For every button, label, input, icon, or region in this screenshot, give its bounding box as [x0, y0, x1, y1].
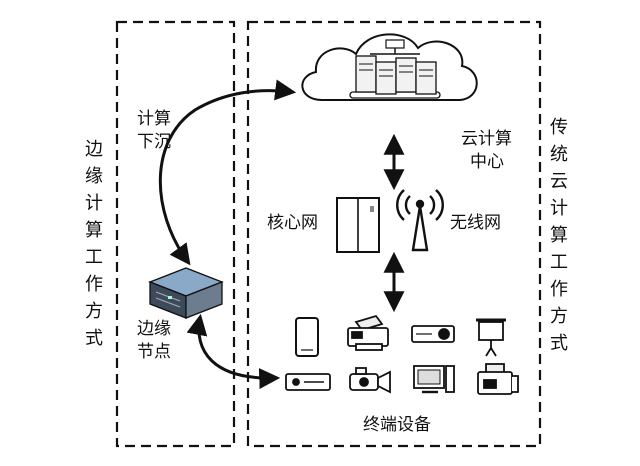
- edge-node-label-line1: 边缘: [137, 319, 171, 339]
- edge-mode-frame: [115, 20, 236, 448]
- projection-screen-icon: [476, 318, 506, 357]
- core-network-label: 核心网: [267, 213, 318, 233]
- edge-mode-label: 边缘计算工作方式: [85, 139, 103, 349]
- desktop-computer-icon: [413, 365, 455, 394]
- printer-icon: [347, 314, 389, 351]
- radio-tower-icon: [396, 189, 444, 252]
- cloud-center-label-line2: 中心: [470, 152, 504, 172]
- edge-node-label-line2: 节点: [137, 342, 171, 362]
- cloud-center-label-line1: 云计算: [461, 129, 512, 149]
- network-cabinet-icon: [336, 197, 380, 253]
- compute-sink-curve-arrow: [158, 79, 297, 266]
- projector-icon: [411, 325, 455, 343]
- traditional-mode-label: 传统云计算工作方式: [550, 117, 568, 354]
- wireless-network-label: 无线网: [450, 213, 501, 233]
- rack-server-icon: [148, 267, 224, 319]
- compute-sink-label-line2: 下沉: [137, 132, 171, 152]
- terminal-devices-label: 终端设备: [363, 415, 431, 435]
- edge-terminal-curve-arrow: [186, 313, 281, 390]
- set-top-box-icon: [285, 373, 331, 391]
- fax-machine-icon: [477, 363, 519, 395]
- smartphone-icon: [295, 317, 319, 357]
- cloud-servers-icon: [301, 33, 478, 101]
- compute-sink-label-line1: 计算: [137, 109, 171, 129]
- camera-icon: [349, 367, 391, 394]
